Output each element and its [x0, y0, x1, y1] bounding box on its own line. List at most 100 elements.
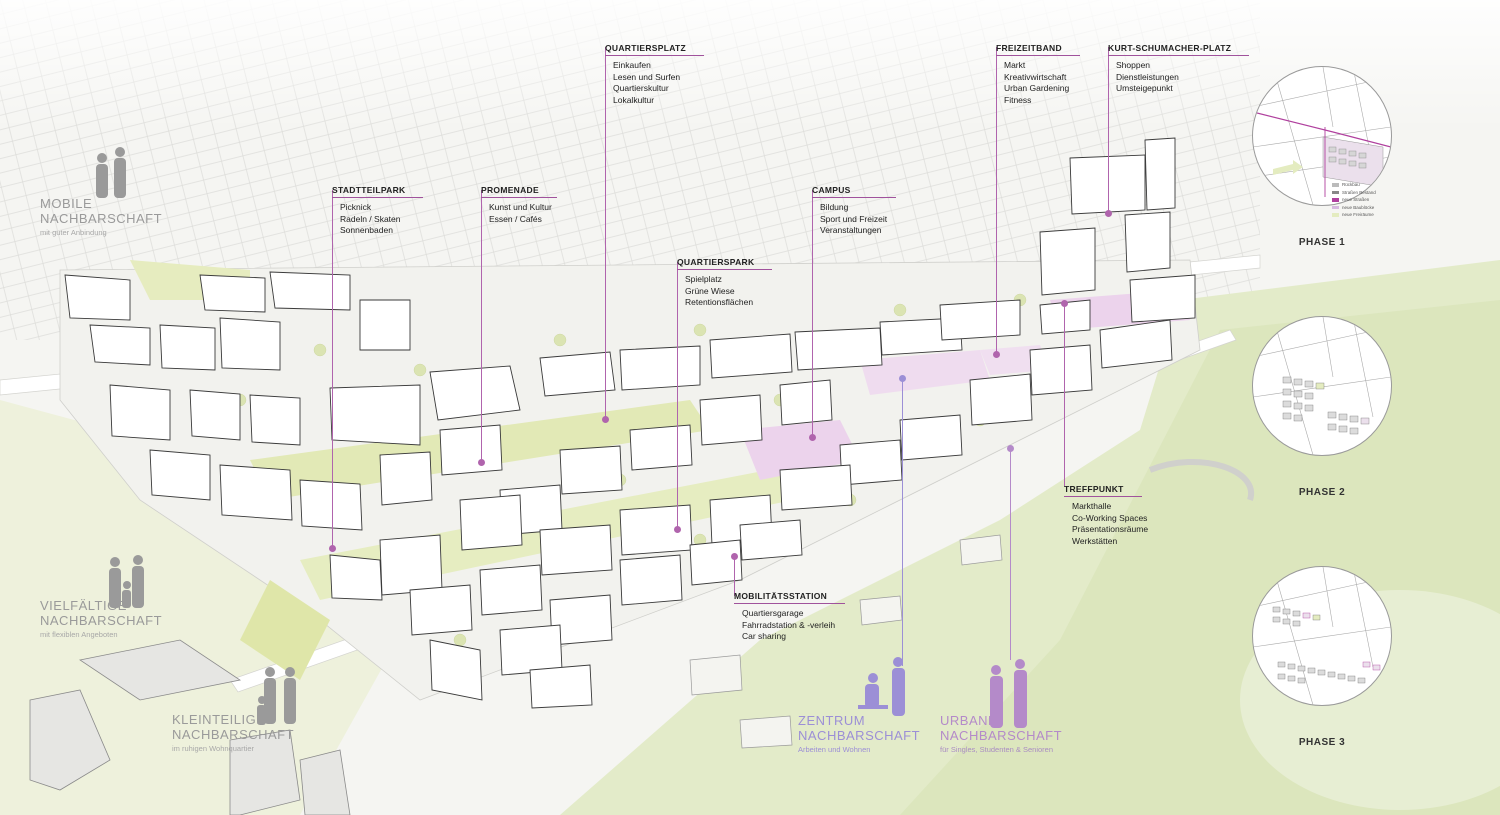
neighbourhood-subtitle: Arbeiten und Wohnen — [798, 745, 871, 754]
pin-quartierspark — [677, 262, 679, 529]
phase-3-map — [1252, 566, 1392, 706]
label-title: KURT-SCHUMACHER-PLATZ — [1108, 43, 1250, 56]
label-item: Fahrradstation & -verleih — [742, 619, 836, 630]
label-item: Einkaufen — [613, 60, 651, 70]
label-title: MOBILITÄTSSTATION — [734, 591, 846, 604]
label-item: Markthalle — [1072, 501, 1112, 511]
label-item: Sonnenbaden — [340, 225, 393, 235]
neighbourhood-subtitle: im ruhigen Wohnquartier — [172, 744, 254, 753]
people-silhouettes — [96, 147, 296, 725]
pin-dot-quartierspark — [674, 526, 681, 533]
legend-row: neue Baublöcke — [1332, 204, 1376, 212]
pin-kurt-schumacher — [1108, 47, 1110, 213]
phase-2-map — [1252, 316, 1392, 456]
pin-treffpunkt — [1064, 303, 1066, 486]
pin-dot-zentrum — [899, 375, 906, 382]
legend-row: neue Freiräume — [1332, 211, 1376, 219]
legend-swatch — [1332, 213, 1339, 217]
label-title: QUARTIERSPARK — [677, 257, 773, 270]
pin-dot-kurt-schumacher — [1105, 210, 1112, 217]
pin-freizeitband — [996, 47, 998, 354]
label-item: Grüne Wiese — [685, 285, 735, 296]
label-title: CAMPUS — [812, 185, 896, 198]
neighbourhood-mobile: MOBILE NACHBARSCHAFT mit guter Anbindung — [40, 196, 162, 237]
label-item: Car sharing — [742, 631, 786, 641]
label-item: Kreativwirtschaft — [1004, 71, 1067, 82]
label-promenade: PROMENADE Kunst und Kultur Essen / Cafés — [481, 180, 557, 225]
pin-quartiersplatz — [605, 47, 607, 419]
label-item: Quartierskultur — [613, 83, 669, 93]
neighbourhood-title-1: KLEINTEILIGE — [172, 712, 266, 727]
label-item: Lesen und Surfen — [613, 71, 681, 82]
label-item: Urban Gardening — [1004, 83, 1070, 93]
legend-label: Straßen Bestand — [1342, 189, 1376, 195]
legend-row: Straßen Bestand — [1332, 189, 1376, 197]
label-item: Quartiersgarage — [742, 608, 804, 618]
neighbourhood-vielfaeltige: VIELFÄLTIGE NACHBARSCHAFT mit flexiblen … — [40, 598, 162, 639]
label-campus: CAMPUS Bildung Sport und Freizeit Verans… — [812, 180, 896, 237]
neighbourhood-title-1: ZENTRUM — [798, 713, 866, 728]
label-item: Sport und Freizeit — [820, 213, 888, 224]
pin-campus — [812, 190, 814, 437]
zentrum-people — [858, 657, 905, 716]
pin-dot-mobilitaetsstation — [731, 553, 738, 560]
label-item: Radeln / Skaten — [340, 213, 401, 224]
pin-dot-campus — [809, 434, 816, 441]
label-item: Essen / Cafés — [489, 213, 542, 224]
label-item: Dienstleistungen — [1116, 71, 1179, 82]
pin-promenade — [481, 190, 483, 462]
label-title: QUARTIERSPLATZ — [605, 43, 705, 56]
neighbourhood-subtitle: mit guter Anbindung — [40, 228, 107, 237]
phase-1-label: PHASE 1 — [1298, 237, 1346, 248]
label-item: Bildung — [820, 202, 849, 212]
neighbourhood-title-1: MOBILE — [40, 196, 93, 211]
pin-dot-freizeitband — [993, 351, 1000, 358]
neighbourhood-title-1: VIELFÄLTIGE — [40, 598, 127, 613]
phase-1-map — [1252, 66, 1392, 206]
phase-3-drawing — [1253, 567, 1391, 705]
phase-legend: Rückbau Straßen Bestand neue Straßen neu… — [1332, 181, 1376, 219]
label-title: PROMENADE — [481, 185, 557, 198]
label-quartierspark: QUARTIERSPARK Spielplatz Grüne Wiese Ret… — [677, 252, 773, 309]
label-item: Umsteigepunkt — [1116, 83, 1173, 93]
neighbourhood-title-1: URBANE — [940, 713, 998, 728]
legend-swatch — [1332, 198, 1339, 202]
legend-label: neue Straßen — [1342, 197, 1370, 202]
label-item: Werkstätten — [1072, 535, 1118, 546]
label-item: Markt — [1004, 60, 1026, 70]
legend-label: neue Baublöcke — [1342, 204, 1375, 210]
label-item: Lokalkultur — [613, 94, 655, 105]
pin-mobilitaetsstation — [734, 556, 736, 596]
phase-2-drawing — [1253, 317, 1391, 455]
legend-row: Rückbau — [1332, 181, 1376, 189]
neighbourhood-title-2: NACHBARSCHAFT — [172, 727, 295, 742]
label-item: Shoppen — [1116, 60, 1151, 70]
neighbourhood-title-2: NACHBARSCHAFT — [40, 211, 163, 226]
neighbourhood-title-2: NACHBARSCHAFT — [798, 728, 921, 743]
neighbourhood-title-2: NACHBARSCHAFT — [940, 728, 1063, 743]
legend-swatch — [1332, 205, 1339, 209]
label-item: Fitness — [1004, 94, 1032, 105]
pin-dot-promenade — [478, 459, 485, 466]
label-item: Veranstaltungen — [820, 225, 882, 235]
label-item: Co-Working Spaces — [1072, 512, 1148, 523]
label-kurt-schumacher-platz: KURT-SCHUMACHER-PLATZ Shoppen Dienstleis… — [1108, 38, 1250, 95]
neighbourhood-urbane: URBANE NACHBARSCHAFT für Singles, Studen… — [940, 713, 1062, 754]
neighbourhood-title-2: NACHBARSCHAFT — [40, 613, 163, 628]
phase-1-drawing — [1253, 67, 1391, 205]
label-title: STADTTEILPARK — [332, 185, 424, 198]
pin-dot-quartiersplatz — [602, 416, 609, 423]
label-item: Picknick — [340, 202, 372, 212]
label-item: Kunst und Kultur — [489, 202, 552, 212]
label-title: TREFFPUNKT — [1064, 484, 1142, 497]
legend-swatch — [1332, 183, 1339, 187]
label-freizeitband: FREIZEITBAND Markt Kreativwirtschaft Urb… — [996, 38, 1080, 106]
legend-row: neue Straßen — [1332, 196, 1376, 204]
label-item: Präsentationsräume — [1072, 524, 1149, 534]
neighbourhood-subtitle: mit flexiblen Angeboten — [40, 630, 118, 639]
pin-zentrum — [902, 378, 904, 666]
label-treffpunkt: TREFFPUNKT Markthalle Co-Working Spaces … — [1064, 479, 1148, 547]
pin-dot-urbane — [1007, 445, 1014, 452]
pin-urbane — [1010, 448, 1012, 660]
